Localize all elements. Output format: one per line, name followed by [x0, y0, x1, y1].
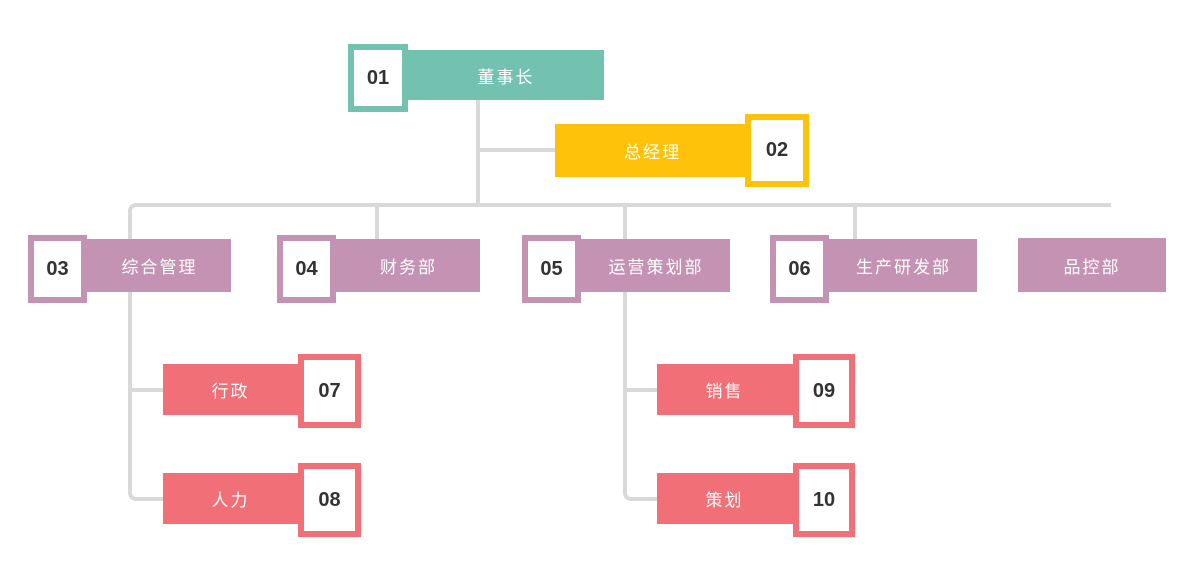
node-number: 07 — [318, 379, 341, 402]
node-number: 04 — [295, 257, 318, 280]
org-node-hr-number: 08 — [298, 463, 361, 537]
connector-hr-corner — [128, 390, 168, 501]
node-label: 总经理 — [624, 143, 681, 162]
connector-chairman-drop — [476, 100, 480, 207]
org-node-admin[interactable]: 行政 07 — [163, 354, 361, 428]
node-label: 董事长 — [477, 67, 535, 87]
org-node-dept-production-rd-number: 06 — [770, 235, 829, 303]
connector-general-manager-branch — [478, 148, 556, 152]
org-node-dept-general-management-number: 03 — [28, 235, 87, 303]
connector-planning-corner — [623, 390, 662, 501]
org-node-chairman[interactable]: 董事长 01 — [347, 44, 604, 114]
connector-dept05-vertical — [623, 205, 627, 398]
node-number: 02 — [765, 139, 789, 161]
connector-admin-branch — [130, 388, 164, 392]
connector-dept06-drop — [853, 205, 857, 240]
org-node-dept-finance-number: 04 — [277, 235, 336, 303]
org-node-sales-number: 09 — [793, 354, 855, 428]
org-node-dept-operations-planning[interactable]: 运营策划部 05 — [522, 235, 730, 303]
node-number: 03 — [46, 257, 69, 280]
node-label: 行政 — [211, 382, 250, 401]
node-number: 06 — [788, 257, 811, 280]
org-node-hr[interactable]: 人力 08 — [163, 463, 361, 537]
org-node-planning[interactable]: 策划 10 — [657, 463, 855, 537]
node-label: 销售 — [705, 382, 744, 401]
connector-dept04-drop — [375, 205, 379, 240]
node-label: 财务部 — [380, 258, 437, 277]
org-node-general-manager-number: 02 — [745, 114, 809, 187]
connector-dept03-vertical — [128, 236, 132, 398]
org-node-sales[interactable]: 销售 09 — [657, 354, 855, 428]
node-label: 生产研发部 — [856, 258, 951, 277]
node-number: 09 — [812, 379, 836, 402]
node-label: 品控部 — [1063, 257, 1121, 277]
org-node-dept-operations-planning-number: 05 — [522, 235, 581, 303]
org-node-dept-finance[interactable]: 财务部 04 — [277, 235, 480, 303]
node-number: 10 — [812, 488, 836, 511]
node-label: 策划 — [705, 491, 744, 510]
org-node-planning-number: 10 — [793, 463, 855, 537]
node-number: 01 — [366, 66, 390, 89]
org-node-admin-number: 07 — [298, 354, 361, 428]
node-label: 运营策划部 — [608, 258, 704, 277]
node-number: 05 — [540, 257, 563, 280]
org-node-dept-production-rd[interactable]: 生产研发部 06 — [770, 235, 977, 303]
connector-sales-branch — [625, 388, 658, 392]
org-node-dept-quality-control-bar: 品控部 — [1018, 238, 1166, 292]
node-label: 综合管理 — [121, 258, 198, 277]
org-node-general-manager[interactable]: 总经理 02 — [555, 114, 809, 187]
org-node-dept-general-management[interactable]: 综合管理 03 — [28, 235, 231, 303]
node-number: 08 — [318, 488, 341, 511]
org-node-dept-quality-control[interactable]: 品控部 — [1018, 238, 1166, 292]
org-node-chairman-number: 01 — [348, 44, 408, 112]
node-label: 人力 — [211, 491, 250, 510]
